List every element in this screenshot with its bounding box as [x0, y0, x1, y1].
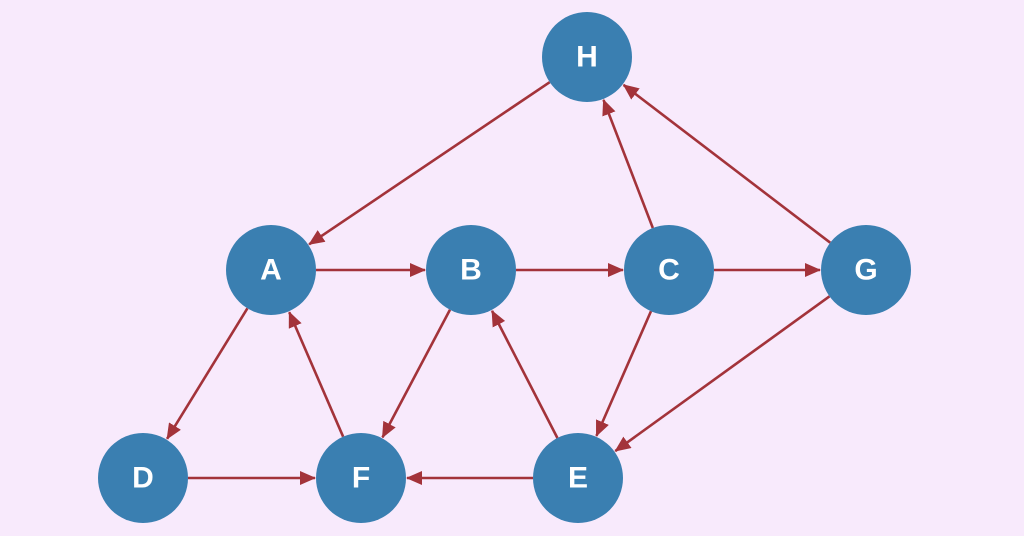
edges-layer — [166, 81, 832, 485]
node-a: A — [226, 225, 316, 315]
node-c: C — [624, 225, 714, 315]
node-circle — [426, 225, 516, 315]
edge-f-to-a — [288, 311, 345, 438]
node-label: D — [132, 462, 154, 495]
node-label: E — [568, 462, 588, 495]
nodes-layer: H A B C G D F E — [98, 12, 911, 523]
node-circle — [624, 225, 714, 315]
node-label: C — [658, 254, 680, 287]
edge-c-to-h — [602, 98, 655, 229]
node-circle — [821, 225, 911, 315]
edge-b-to-f — [381, 309, 452, 439]
node-h: H — [542, 12, 632, 102]
edge-h-to-a — [308, 81, 551, 246]
node-d: D — [98, 433, 188, 523]
node-e: E — [533, 433, 623, 523]
node-f: F — [316, 433, 406, 523]
node-b: B — [426, 225, 516, 315]
edge-e-to-b — [490, 310, 559, 439]
node-label: F — [352, 462, 370, 495]
node-label: H — [576, 41, 598, 74]
edge-g-to-e — [614, 295, 831, 453]
node-g: G — [821, 225, 911, 315]
node-circle — [533, 433, 623, 523]
edge-g-to-h — [622, 83, 832, 244]
edge-a-to-d — [166, 307, 249, 440]
node-circle — [542, 12, 632, 102]
node-circle — [316, 433, 406, 523]
node-label: B — [460, 254, 482, 287]
node-circle — [226, 225, 316, 315]
node-label: A — [260, 254, 282, 287]
node-circle — [98, 433, 188, 523]
edge-c-to-e — [595, 310, 653, 437]
node-label: G — [854, 254, 877, 287]
